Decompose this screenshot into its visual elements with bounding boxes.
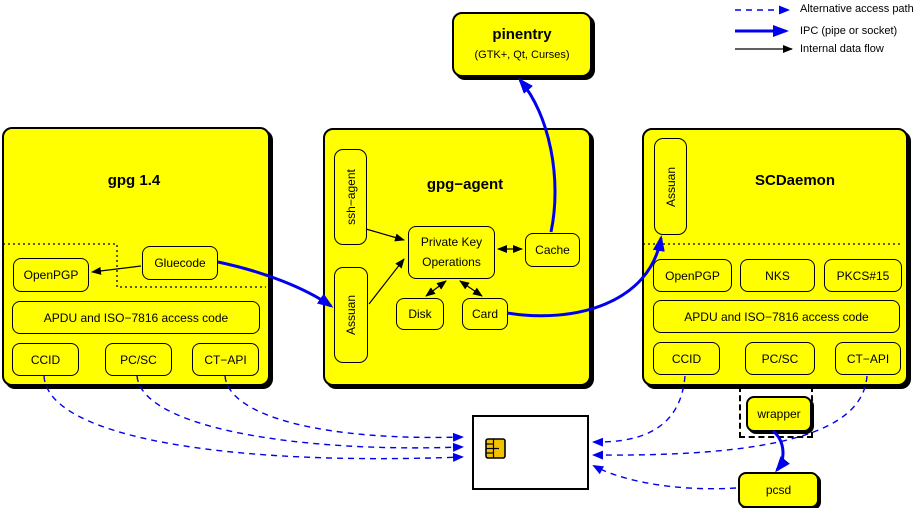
legend-ipc-label: IPC (pipe or socket) [800, 25, 898, 37]
smartcard [472, 415, 589, 490]
card-box: Card [462, 298, 508, 330]
scdaemon-title: SCDaemon [754, 172, 836, 189]
gpg14-ccid-box: CCID [12, 343, 79, 376]
scdaemon-pkcs15-box: PKCS#15 [824, 259, 902, 292]
wrapper-box: wrapper [746, 396, 812, 432]
scdaemon-apdu-box: APDU and ISO−7816 access code [653, 300, 900, 333]
gpg-agent-assuan-label: Assuan [344, 294, 358, 336]
altpath-gpg14-ccid-to-card [43, 375, 464, 462]
legend-alt-paths-label: Alternative access paths [800, 3, 914, 15]
smartcard-chip-icon [485, 438, 506, 459]
altpath-scdaemon-ctapi-to-card [592, 375, 868, 460]
scdaemon-ctapi-box: CT−API [835, 342, 901, 375]
gpg-agent-title: gpg−agent [426, 176, 504, 193]
pko-line1: Private Key [420, 235, 483, 250]
pko-line2: Operations [422, 254, 481, 269]
scdaemon-pcsc-box: PC/SC [745, 342, 815, 375]
altpath-pcsd-to-card [592, 465, 737, 490]
legend-internal-label: Internal data flow [800, 43, 884, 55]
scdaemon-nks-box: NKS [740, 259, 815, 292]
scdaemon-assuan-box: Assuan [654, 138, 687, 235]
pcsd-box: pcsd [738, 472, 819, 508]
pinentry-box: pinentry (GTK+, Qt, Curses) [452, 12, 592, 77]
gpg14-title: gpg 1.4 [107, 172, 161, 189]
ssh-agent-label: ssh−agent [343, 169, 358, 225]
pinentry-subtitle: (GTK+, Qt, Curses) [474, 49, 570, 61]
altpath-gpg14-pcsc-to-card [136, 375, 464, 452]
cache-box: Cache [525, 233, 580, 267]
gpg14-apdu-box: APDU and ISO−7816 access code [12, 301, 260, 334]
gpg14-gluecode-box: Gluecode [142, 246, 218, 280]
gpg-agent-assuan-box: Assuan [334, 267, 368, 363]
gpg14-openpgp-box: OpenPGP [13, 258, 89, 292]
disk-box: Disk [396, 298, 444, 330]
pinentry-title: pinentry [492, 26, 552, 43]
scdaemon-ccid-box: CCID [653, 342, 720, 375]
scdaemon-openpgp-box: OpenPGP [653, 259, 732, 292]
gpg14-ctapi-box: CT−API [192, 343, 259, 376]
gpg14-pcsc-box: PC/SC [105, 343, 172, 376]
private-key-operations-box: Private Key Operations [408, 226, 495, 279]
scdaemon-assuan-label: Assuan [663, 166, 678, 207]
gpg-agent-ssh-agent-box: ssh−agent [334, 149, 367, 245]
